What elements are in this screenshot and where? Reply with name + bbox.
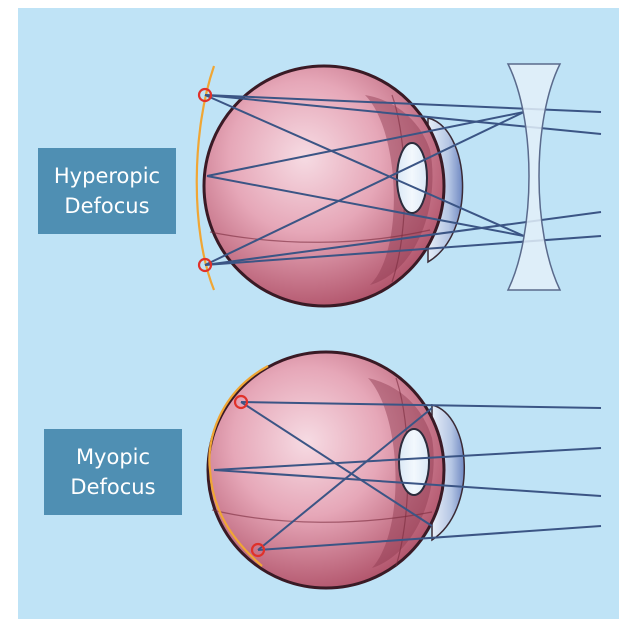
label-line: Myopic	[76, 442, 150, 472]
label-line: Defocus	[70, 472, 155, 502]
myopic-defocus-label: Myopic Defocus	[44, 429, 182, 515]
crystalline-lens	[397, 143, 427, 213]
hyperopic-defocus-label: Hyperopic Defocus	[38, 148, 176, 234]
label-line: Hyperopic	[54, 161, 160, 191]
concave-lens	[508, 64, 560, 290]
myopic-eye	[208, 352, 601, 588]
label-line: Defocus	[64, 191, 149, 221]
